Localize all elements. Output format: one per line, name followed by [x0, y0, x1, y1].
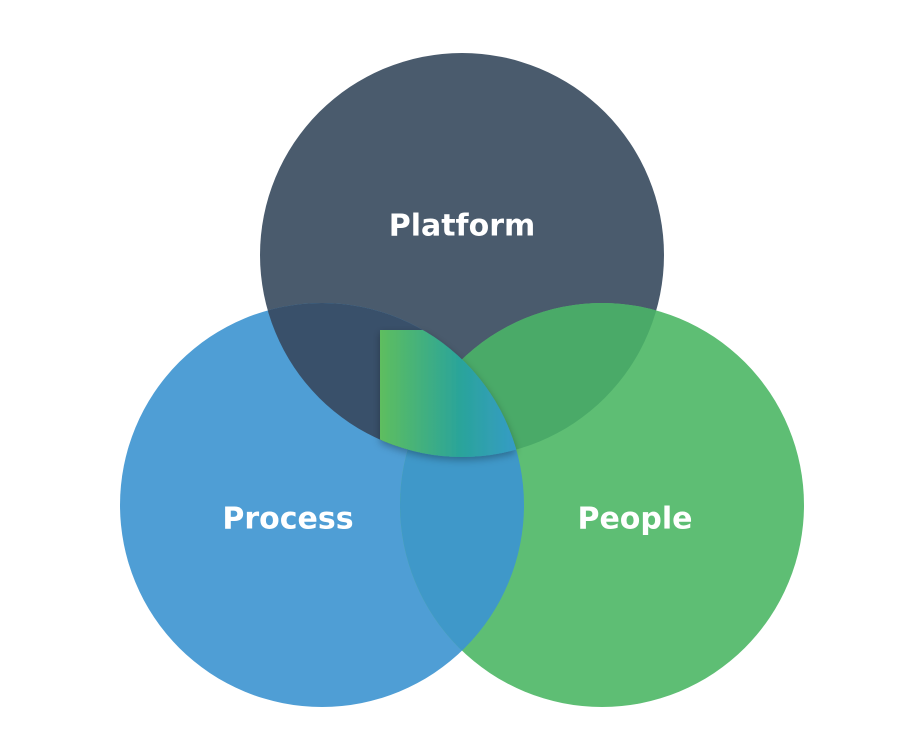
process-label: Process	[222, 502, 353, 537]
people-label: People	[577, 502, 692, 537]
platform-label: Platform	[389, 209, 536, 244]
platform-people-overlap	[400, 303, 664, 457]
